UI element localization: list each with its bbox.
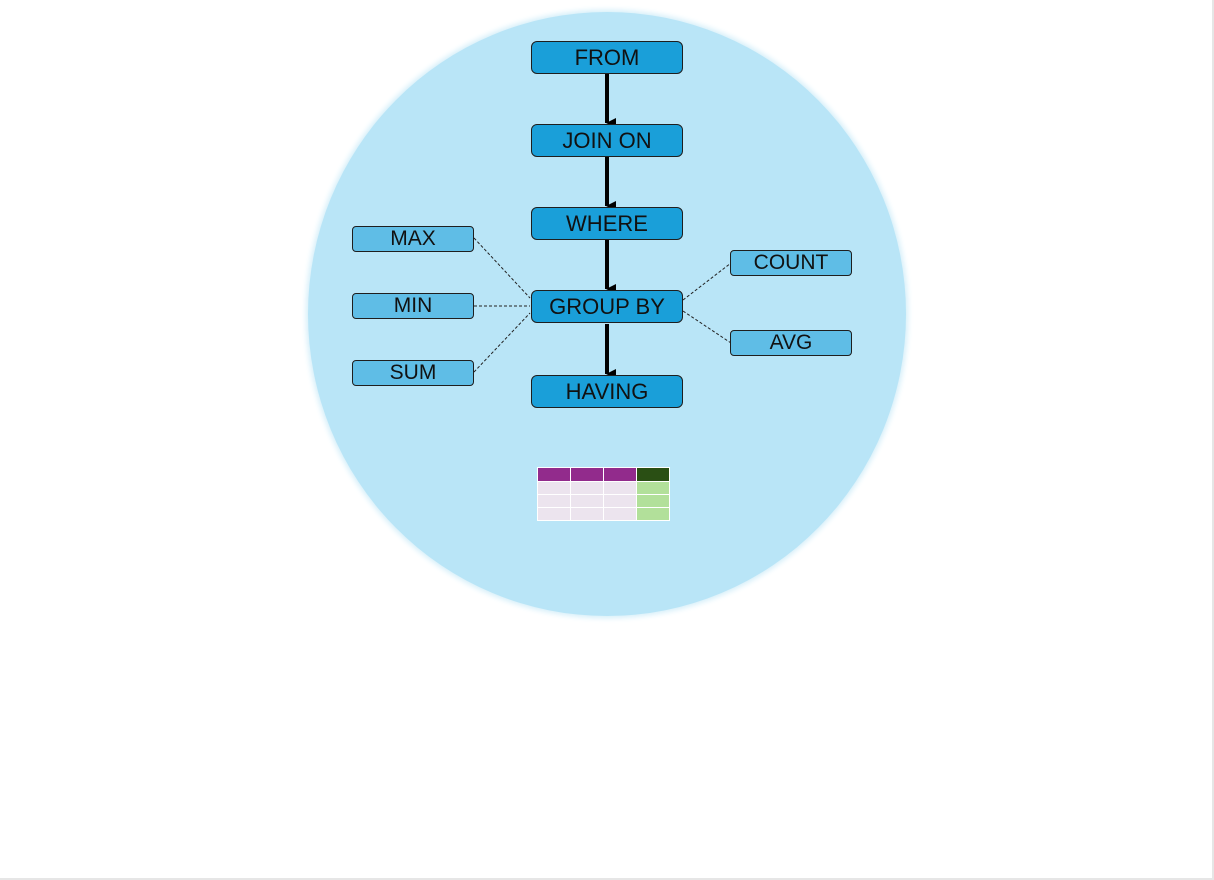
table-cell (603, 481, 637, 495)
table-row (537, 494, 670, 508)
table-header-row (537, 467, 670, 482)
sum-box: SUM (352, 360, 474, 386)
dotted-link-max (473, 237, 531, 299)
sum-label: SUM (389, 361, 437, 384)
table-header-cell (603, 467, 637, 482)
table-cell (636, 481, 670, 495)
where-label: WHERE (566, 210, 648, 236)
table-cell (570, 481, 604, 495)
from-label: FROM (574, 44, 640, 70)
avg-box: AVG (730, 330, 852, 356)
table-cell (570, 507, 604, 521)
table-header-cell (636, 467, 670, 482)
table-cell (603, 494, 637, 508)
table-cell (570, 494, 604, 508)
result-table-body (537, 467, 670, 521)
table-row (537, 507, 670, 521)
table-cell (603, 507, 637, 521)
having-box: HAVING (531, 375, 683, 408)
table-cell (636, 507, 670, 521)
dotted-link-count (682, 262, 732, 301)
max-label: MAX (390, 227, 436, 250)
table-header-cell (570, 467, 604, 482)
table-row (537, 481, 670, 495)
min-box: MIN (352, 293, 474, 319)
result-table-icon (537, 467, 670, 521)
join-on-label: JOIN ON (562, 127, 652, 153)
avg-label: AVG (769, 331, 813, 354)
max-box: MAX (352, 226, 474, 252)
group-by-label: GROUP BY (549, 293, 665, 319)
table-header-cell (537, 467, 571, 482)
count-label: COUNT (753, 251, 829, 274)
table-cell (636, 494, 670, 508)
where-box: WHERE (531, 207, 683, 240)
join-on-box: JOIN ON (531, 124, 683, 157)
dotted-link-avg (682, 310, 732, 344)
table-cell (537, 494, 571, 508)
dotted-link-sum (473, 312, 531, 373)
table-cell (537, 481, 571, 495)
from-box: FROM (531, 41, 683, 74)
min-label: MIN (393, 294, 433, 317)
count-box: COUNT (730, 250, 852, 276)
having-label: HAVING (565, 378, 649, 404)
group-by-box: GROUP BY (531, 290, 683, 323)
table-cell (537, 507, 571, 521)
